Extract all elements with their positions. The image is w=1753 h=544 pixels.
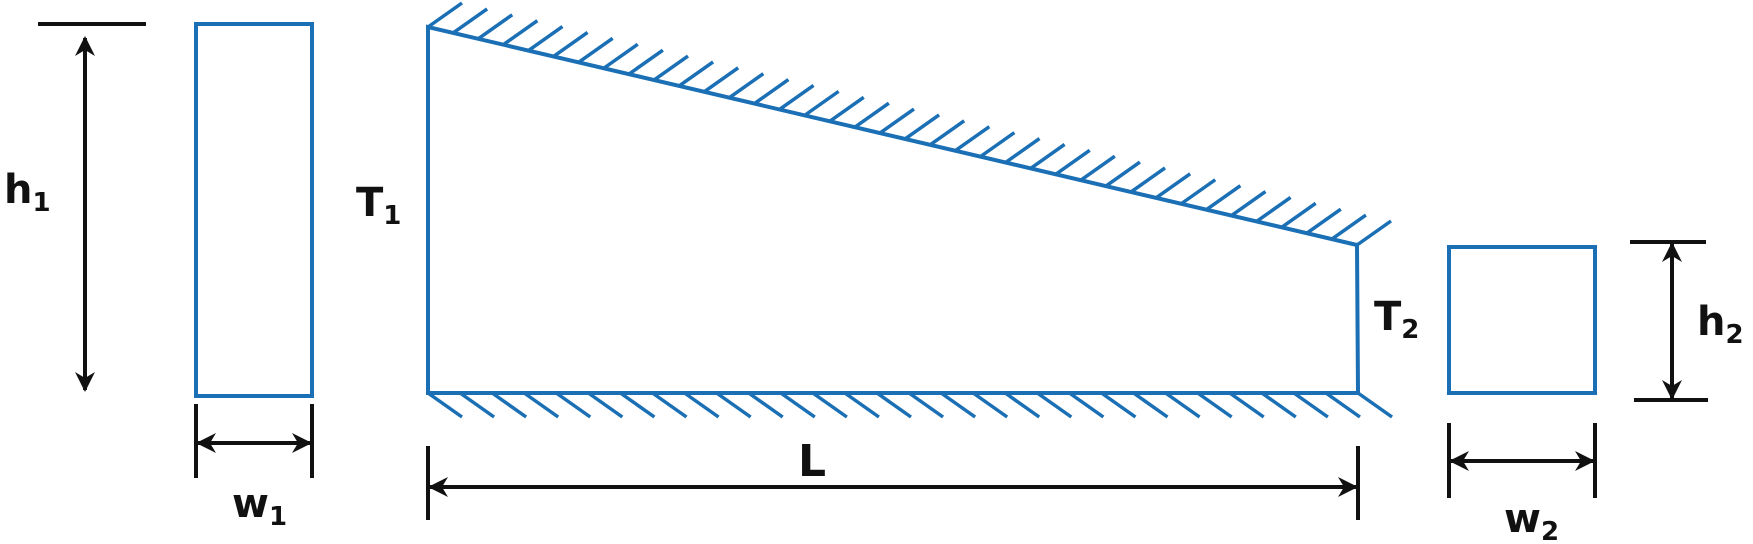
hatch-mark: [929, 119, 966, 147]
hatch-mark: [678, 60, 715, 88]
hatch-mark: [828, 95, 865, 123]
outlet-cross-section: [1447, 245, 1597, 395]
hatch-mark: [477, 13, 514, 41]
hatch-mark: [1100, 391, 1137, 419]
hatch-mark: [523, 391, 560, 419]
hatch-mark: [753, 78, 790, 106]
hatch-mark: [1164, 391, 1201, 419]
hatch-mark: [1036, 391, 1073, 419]
hatch-mark: [728, 72, 765, 100]
hatch-mark: [1305, 207, 1342, 235]
hatch-mark: [1079, 154, 1116, 182]
hatch-mark: [1155, 172, 1192, 200]
h1-label: h1: [4, 167, 51, 218]
hatch-mark: [619, 391, 656, 419]
hatch-mark: [683, 391, 720, 419]
hatch-mark: [1280, 201, 1317, 229]
hatch-mark: [843, 391, 880, 419]
hatch-mark: [426, 1, 464, 29]
hatch-mark: [1180, 178, 1217, 206]
hatch-mark: [1228, 391, 1265, 419]
hatch-mark: [747, 391, 784, 419]
w2-label: w2: [1504, 496, 1559, 544]
hatch-mark: [627, 48, 664, 76]
T1-label: T1: [356, 180, 401, 231]
hatch-mark: [527, 25, 564, 52]
hatch-mark: [779, 391, 816, 419]
w2-dimension: [1447, 423, 1597, 498]
hatch-mark: [979, 131, 1016, 159]
w1-dimension: [194, 404, 314, 478]
hatch-mark: [1260, 391, 1297, 419]
top-wall-hatching: [426, 1, 1393, 247]
L-label: L: [798, 436, 826, 487]
hatch-mark: [878, 107, 915, 135]
hatch-mark: [555, 391, 592, 419]
hatch-mark: [715, 391, 752, 419]
hatch-mark: [1130, 166, 1167, 194]
hatch-mark: [651, 391, 688, 419]
hatch-mark: [940, 391, 977, 419]
hatch-mark: [1004, 137, 1041, 164]
hatch-mark: [587, 391, 624, 419]
hatch-mark: [1104, 160, 1141, 188]
hatch-mark: [954, 125, 991, 153]
tapered-channel-outline: [426, 24, 1361, 395]
hatch-mark: [577, 36, 614, 64]
hatch-mark: [811, 391, 848, 419]
h2-dimension: [1630, 240, 1708, 402]
hatch-mark: [1196, 391, 1233, 419]
hatch-mark: [1324, 391, 1361, 419]
h1-dimension: [38, 22, 146, 392]
hatch-mark: [1205, 184, 1242, 212]
T2-label: T2: [1374, 294, 1419, 345]
hatch-mark: [803, 89, 840, 117]
hatch-mark: [1132, 391, 1169, 419]
hatch-mark: [652, 54, 689, 82]
hatch-mark: [1330, 213, 1367, 241]
hatch-mark: [1004, 391, 1041, 419]
hatch-mark: [502, 19, 539, 47]
hatch-mark: [552, 31, 589, 58]
hatch-mark: [1054, 148, 1091, 176]
hatch-mark: [602, 42, 639, 70]
w1-label: w1: [232, 481, 287, 532]
h2-label: h2: [1697, 299, 1744, 350]
hatch-mark: [904, 113, 941, 141]
hatch-mark: [1230, 190, 1267, 217]
L-dimension: [426, 446, 1360, 520]
hatch-mark: [459, 391, 496, 419]
hatch-mark: [703, 66, 740, 94]
hatch-mark: [908, 391, 945, 419]
hatch-mark: [1068, 391, 1105, 419]
hatch-mark: [1029, 142, 1066, 170]
hatch-mark: [853, 101, 890, 129]
hatch-mark: [1355, 219, 1393, 247]
hatch-mark: [1255, 196, 1292, 223]
bottom-wall-hatching: [426, 391, 1394, 419]
hatch-mark: [1292, 391, 1329, 419]
hatch-mark: [1356, 391, 1394, 419]
hatch-mark: [452, 7, 489, 35]
inlet-cross-section: [194, 22, 314, 398]
hatch-mark: [426, 391, 464, 419]
hatch-mark: [491, 391, 528, 419]
hatch-mark: [778, 84, 815, 111]
hatch-mark: [972, 391, 1009, 419]
hatch-mark: [875, 391, 912, 419]
